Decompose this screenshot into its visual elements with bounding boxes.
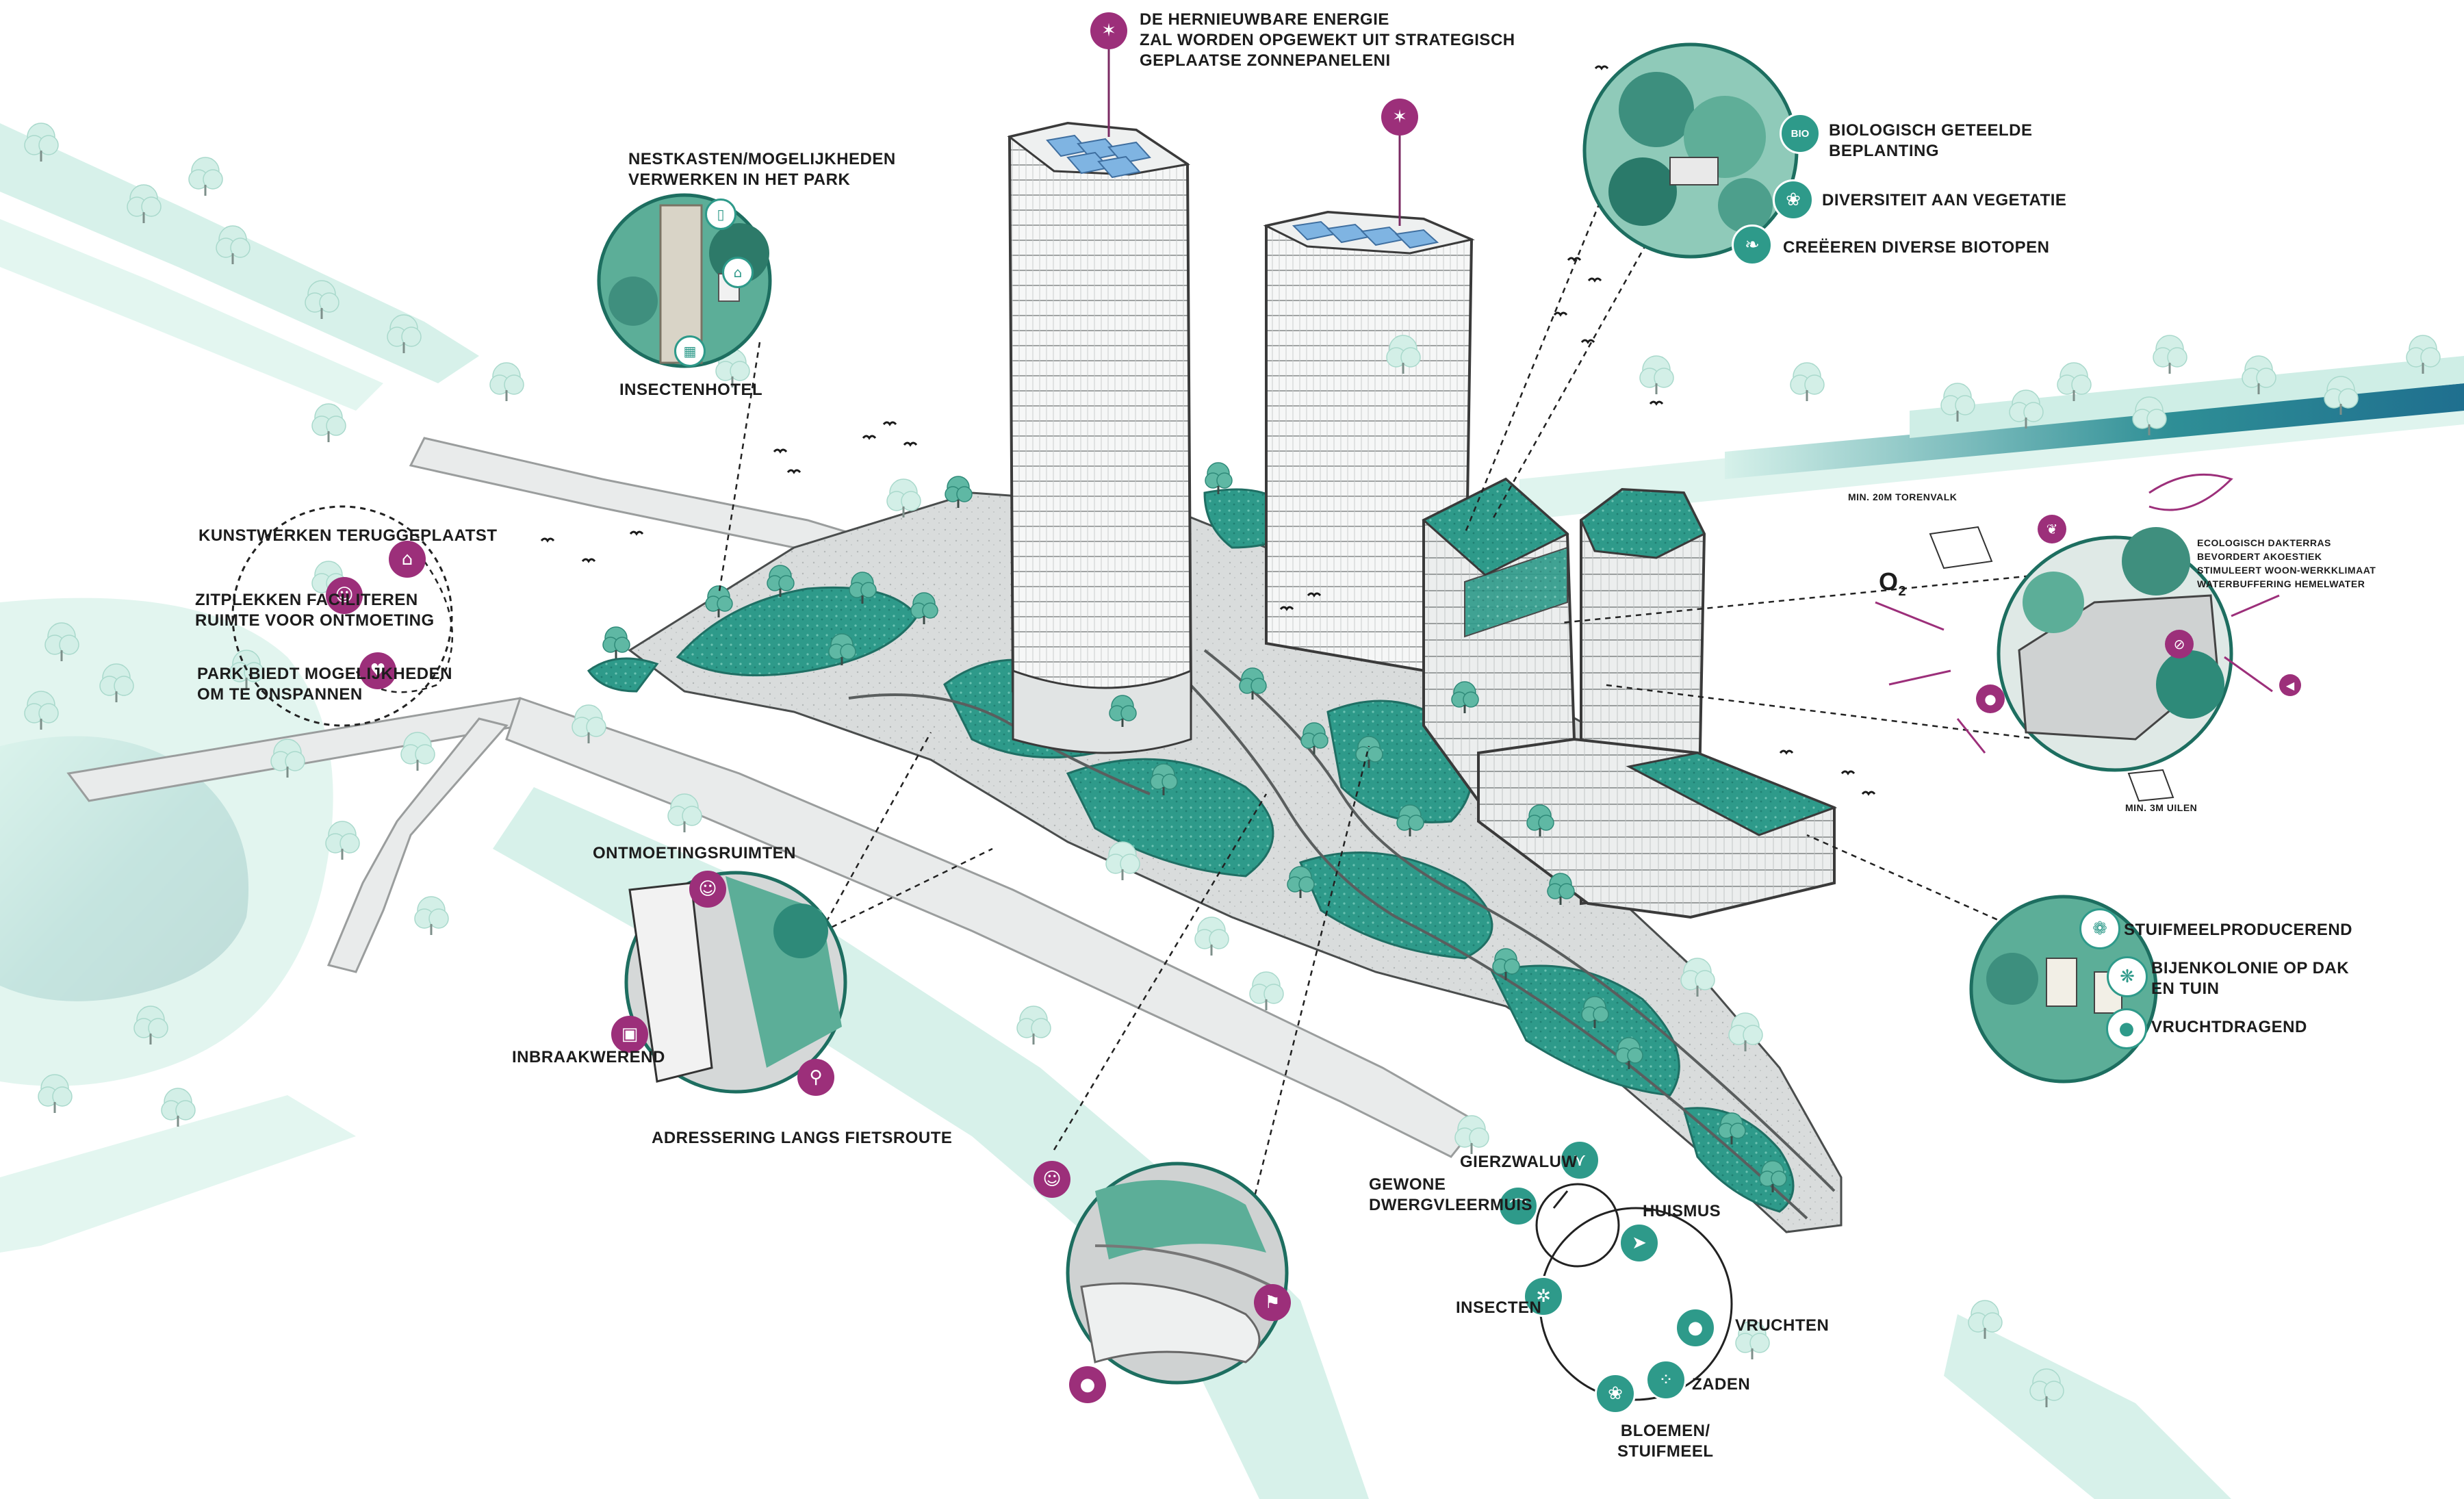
detail-bike-path xyxy=(1066,1162,1289,1385)
relax-icon: ♥ xyxy=(359,652,396,689)
label-dwergvleermuis: GEWONE DWERGVLEERMUIS xyxy=(1369,1175,1533,1214)
green-strip-left xyxy=(0,1095,356,1253)
label-stuifmeelproducerend: STUIFMEELPRODUCEREND xyxy=(2124,921,2353,939)
low-block xyxy=(1477,737,1838,919)
insect-icon: ✲ xyxy=(1523,1276,1564,1317)
detail-ontmoetingsruimten xyxy=(624,871,847,1094)
canal-right-bank xyxy=(1910,356,2464,438)
o2-subscript: 2 xyxy=(1898,584,1907,600)
birdhouse-icon: ⌂ xyxy=(722,257,754,288)
label-energy: DE HERNIEUWBARE ENERGIE ZAL WORDEN OPGEW… xyxy=(1140,10,1515,70)
swift-icon: ⋎ xyxy=(1559,1140,1600,1181)
label-gierzwaluw: GIERZWALUW xyxy=(1460,1153,1578,1171)
label-park: PARK BIEDT MOGELIJKHEDEN OM TE ONSPANNEN xyxy=(197,665,452,704)
label-biotopen: CREËEREN DIVERSE BIOTOPEN xyxy=(1783,238,2050,257)
lightbulb-icon: ✶ xyxy=(1381,99,1418,136)
o2-text: O xyxy=(1879,567,1899,595)
lock-icon: ▣ xyxy=(611,1016,648,1053)
canal-right-water xyxy=(1725,383,2464,479)
vegetation-icon: ❀ xyxy=(1773,179,1814,220)
label-bloemen: BLOEMEN/ STUIFMEEL xyxy=(1617,1422,1714,1461)
insect-hotel-icon: ▦ xyxy=(674,335,706,367)
canal-left-inner xyxy=(0,219,383,411)
label-insectenhotel: INSECTENHOTEL xyxy=(619,381,763,399)
tower-middle xyxy=(1263,210,1475,680)
water-drop-icon: ● xyxy=(1976,684,2005,713)
phone-icon: ▯ xyxy=(705,198,736,230)
label-nestkasten: NESTKASTEN/MOGELIJKHEDEN VERWERKEN IN HE… xyxy=(628,150,896,189)
leaf-icon: ❦ xyxy=(2038,515,2066,543)
label-vruchten: VRUCHTEN xyxy=(1735,1316,1830,1335)
monument-icon: ⌂ xyxy=(389,541,426,578)
midrise-block xyxy=(1422,477,1576,803)
label-zitplekken: ZITPLEKKEN FACILITEREN RUIMTE VOOR ONTMO… xyxy=(195,591,435,630)
solar-panels-left xyxy=(1046,134,1151,179)
bicycle-icon: ⚲ xyxy=(797,1059,834,1096)
seating-icon: ☺ xyxy=(326,577,363,614)
sparrow-icon: ➤ xyxy=(1619,1222,1660,1264)
green-strip-bottom-right xyxy=(1944,1314,2231,1499)
label-insecten: INSECTEN xyxy=(1456,1298,1542,1317)
label-bijenkolonie: BIJENKOLONIE OP DAK EN TUIN xyxy=(2151,959,2350,998)
terrace-arrows xyxy=(1875,473,2280,754)
bat-icon: ⌒ xyxy=(1498,1186,1539,1227)
label-inbraakwerend: INBRAAKWEREND xyxy=(512,1048,665,1066)
lake-shore xyxy=(0,598,333,1086)
label-uilen: MIN. 3M UILEN xyxy=(2125,802,2198,813)
tower-left xyxy=(1007,121,1193,754)
flower-icon: ❀ xyxy=(1595,1373,1636,1414)
meeting-people-icon: ☺ xyxy=(689,871,726,908)
bio-badge-text: BIO xyxy=(1791,127,1810,140)
seeds-icon: ⁘ xyxy=(1645,1359,1686,1400)
detail-roof-terrace xyxy=(1929,526,2233,802)
label-kunstwerken: KUNSTWERKEN TERUGGEPLAATST xyxy=(198,526,498,545)
label-zaden: ZADEN xyxy=(1692,1375,1751,1394)
fruit-icon: ● xyxy=(1069,1366,1106,1403)
bio-badge-icon: BIO xyxy=(1780,113,1821,154)
label-dakterras: ECOLOGISCH DAKTERRAS BEVORDERT AKOESTIEK… xyxy=(2197,537,2376,589)
flower-icon: ❁ xyxy=(2079,908,2120,949)
solar-panels-middle xyxy=(1292,220,1439,249)
bee-icon: ❋ xyxy=(2107,956,2148,997)
label-adressering: ADRESSERING LANGS FIETSROUTE xyxy=(652,1129,953,1147)
label-vruchtdragend: VRUCHTDRAGEND xyxy=(2151,1018,2307,1036)
label-o2: O2 xyxy=(1879,569,1906,604)
apple-icon: ● xyxy=(2106,1008,2147,1049)
road-network xyxy=(66,437,1809,1158)
fruit-icon: ● xyxy=(1675,1307,1716,1348)
label-ontmoetingsruimten: ONTMOETINGSRUIMTEN xyxy=(593,844,796,862)
label-huismus: HUISMUS xyxy=(1643,1202,1721,1220)
label-bio: BIOLOGISCH GETEELDE BEPLANTING xyxy=(1829,121,2033,160)
energy-pins-lines xyxy=(1107,42,1401,226)
detail-nestkasten xyxy=(597,193,772,368)
lightbulb-icon: ✶ xyxy=(1090,12,1127,49)
detail-meeting xyxy=(231,505,453,727)
running-icon: ⚑ xyxy=(1254,1284,1291,1321)
speaker-icon: ◀ xyxy=(2279,674,2301,696)
label-torenvalk: MIN. 20M TORENVALK xyxy=(1848,491,1958,502)
label-diversiteit: DIVERSITEIT AAN VEGETATIE xyxy=(1822,191,2067,209)
no-noise-icon: ⊘ xyxy=(2165,630,2194,658)
detail-biodiversity xyxy=(1582,42,1799,259)
people-icon: ☺ xyxy=(1034,1161,1070,1198)
leaf-icon: ❧ xyxy=(1732,225,1773,266)
